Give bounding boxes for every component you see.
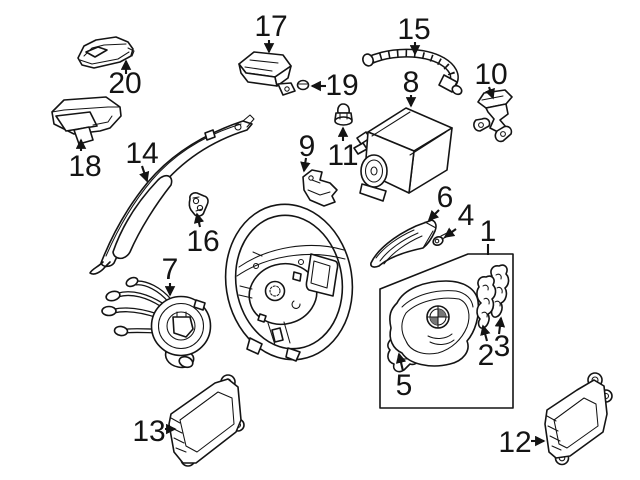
part-1-group-box [379, 253, 514, 409]
callout-13[interactable]: 13 [132, 415, 165, 448]
callout-10[interactable]: 10 [474, 58, 507, 91]
part-16-drawing [188, 192, 209, 217]
part-13-drawing [168, 374, 245, 467]
callout-7[interactable]: 7 [162, 253, 179, 286]
part-19-drawing [296, 79, 310, 91]
callout-6-arrow [427, 209, 440, 222]
callout-leaders [75, 40, 546, 447]
part-17-drawing [238, 51, 296, 96]
callout-1[interactable]: 1 [480, 215, 497, 248]
part-2-drawing [476, 275, 497, 329]
callout-2-arrow [480, 324, 491, 342]
part-6-drawing [370, 219, 437, 268]
callout-20[interactable]: 20 [108, 67, 141, 100]
callout-4[interactable]: 4 [458, 199, 475, 232]
callout-18[interactable]: 18 [68, 150, 101, 183]
callout-9[interactable]: 9 [299, 130, 316, 163]
callout-19[interactable]: 19 [325, 69, 358, 102]
callout-labels: 1 2 3 4 5 6 7 8 9 10 11 12 13 14 15 16 1… [68, 10, 531, 459]
part-9-drawing [302, 169, 338, 207]
part-4-drawing [432, 232, 449, 246]
callout-3[interactable]: 3 [494, 330, 511, 363]
part-18-drawing [51, 96, 122, 145]
part-12-drawing [544, 372, 613, 466]
part-14-drawing [89, 114, 255, 275]
part-8-drawing [353, 107, 453, 202]
callout-12[interactable]: 12 [498, 426, 531, 459]
callout-11[interactable]: 11 [327, 139, 358, 172]
callout-14-arrow [139, 165, 150, 183]
airbag-module-drawing [389, 280, 480, 367]
callout-6[interactable]: 6 [437, 181, 454, 214]
callout-15[interactable]: 15 [397, 13, 430, 46]
callout-5-arrow [395, 352, 407, 372]
part-15-drawing [362, 48, 463, 96]
part-11-drawing [334, 103, 353, 126]
callout-14[interactable]: 14 [125, 137, 158, 170]
callout-3-arrow [494, 316, 506, 335]
callout-10-arrow [485, 86, 495, 100]
callout-17[interactable]: 17 [254, 10, 287, 43]
callout-2[interactable]: 2 [478, 339, 495, 372]
callout-5[interactable]: 5 [396, 369, 413, 402]
steering-wheel-drawing [224, 203, 354, 362]
part-20-drawing [77, 36, 135, 69]
callout-4-arrow [443, 227, 457, 238]
callout-16[interactable]: 16 [186, 225, 219, 258]
callout-16-arrow [193, 212, 205, 228]
callout-9-arrow [300, 157, 311, 173]
part-7-drawing [101, 276, 212, 369]
callout-8[interactable]: 8 [403, 66, 420, 99]
